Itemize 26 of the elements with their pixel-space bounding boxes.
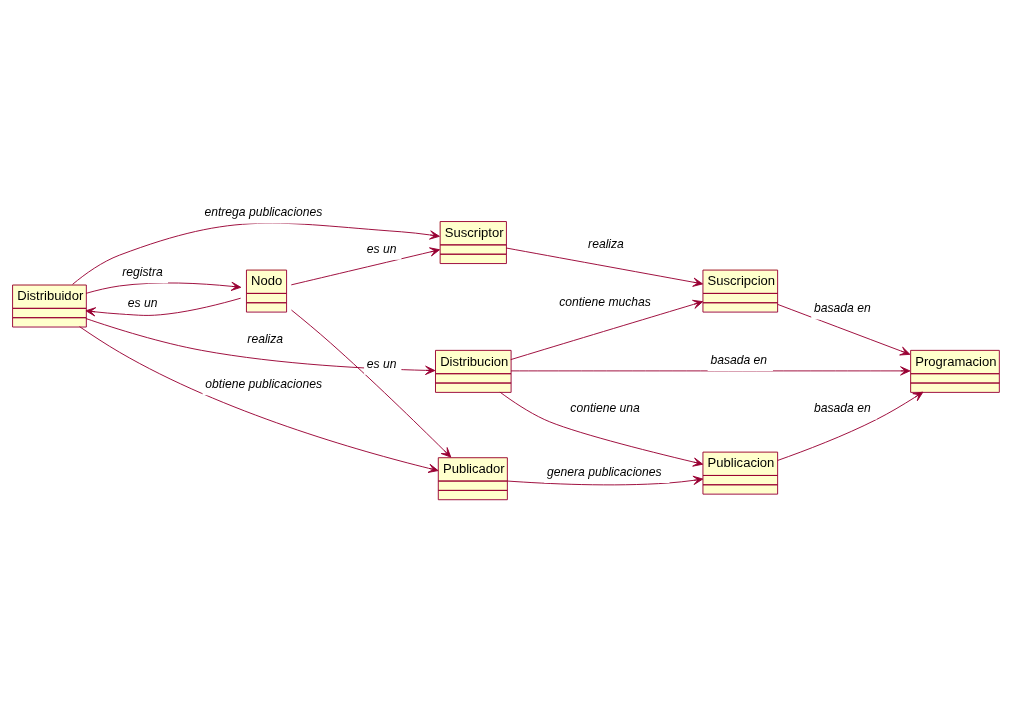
edge-label: registra <box>122 264 163 279</box>
arrow <box>510 299 704 360</box>
edge-label: genera publicaciones <box>547 464 662 479</box>
edge-label: basada en <box>814 400 871 415</box>
edge-label: basada en <box>814 300 871 315</box>
arrow <box>291 309 452 458</box>
edge-label: es un <box>127 295 158 310</box>
edge-label: es un <box>366 241 397 256</box>
edge-label: basada en <box>710 352 768 367</box>
arrow <box>499 391 704 467</box>
edge-label: entrega publicaciones <box>204 204 323 219</box>
arrow <box>777 391 924 461</box>
arrow <box>505 247 704 287</box>
arrow <box>506 475 704 485</box>
arrow <box>290 246 440 285</box>
arrow <box>85 297 242 316</box>
edge-label: contiene muchas <box>559 294 651 309</box>
edge-label: contiene una <box>570 400 640 415</box>
edge-label: es un <box>366 356 397 371</box>
edge-label: realiza <box>588 236 624 251</box>
arrow <box>510 365 911 376</box>
arrow <box>79 325 439 473</box>
edge-label: realiza <box>247 331 284 346</box>
arrow <box>85 281 242 294</box>
arrow <box>777 303 911 355</box>
edge-label: obtiene publicaciones <box>205 376 322 391</box>
